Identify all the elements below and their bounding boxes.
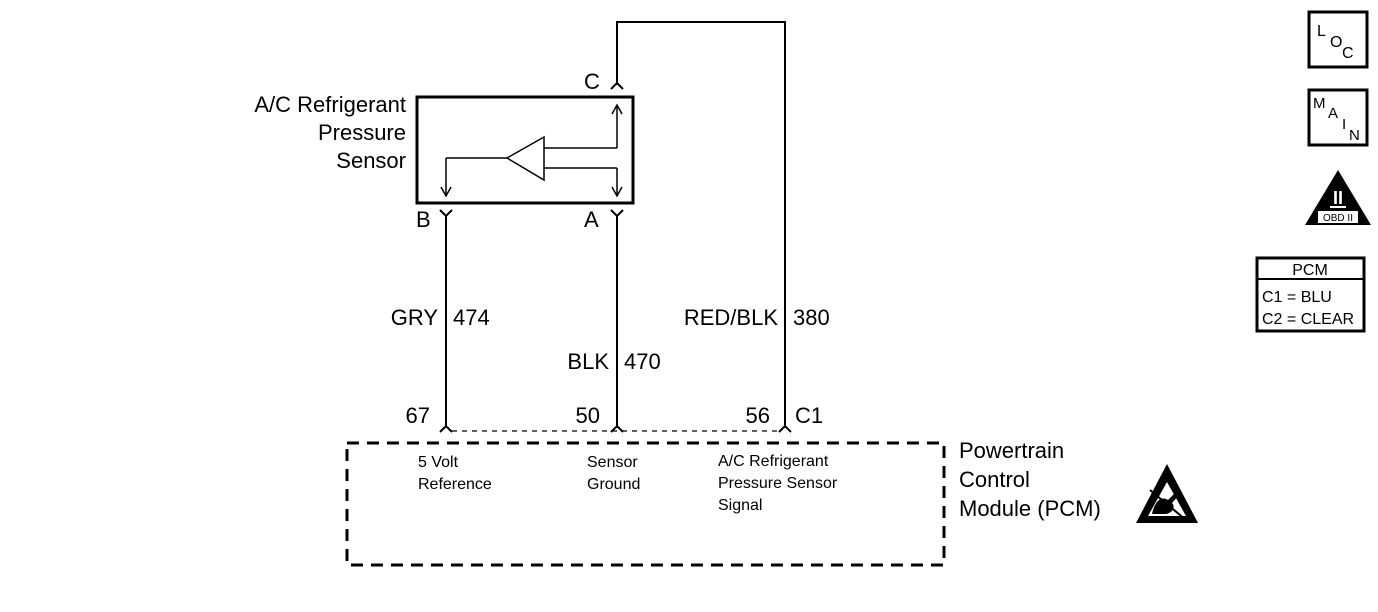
terminal-ground-line2: Ground	[587, 476, 640, 493]
wire-color-gry: GRY	[391, 305, 439, 330]
pin-56-symbol	[778, 424, 792, 433]
sensor-name-line1: A/C Refrigerant	[254, 92, 406, 117]
pin-50-symbol	[610, 424, 624, 433]
pcm-pin-67: 67	[406, 403, 430, 428]
pcm-legend-c2: C2 = CLEAR	[1262, 311, 1354, 328]
pcm-legend-title: PCM	[1292, 262, 1328, 279]
main-letter-n: N	[1349, 127, 1360, 144]
pcm-legend-c1: C1 = BLU	[1262, 289, 1332, 306]
pcm-name-line3: Module (PCM)	[959, 496, 1101, 521]
terminal-signal-line3: Signal	[718, 497, 762, 514]
wire-color-blk: BLK	[567, 349, 609, 374]
obd-numeral: II	[1333, 188, 1343, 208]
sensor-internal-symbol	[440, 103, 623, 198]
obd-ii-icon[interactable]: II OBD II	[1305, 170, 1371, 225]
pin-67-symbol	[439, 424, 453, 433]
pcm-connector-c1: C1	[795, 403, 823, 428]
pcm-pin-50: 50	[576, 403, 600, 428]
obd-label: OBD II	[1323, 213, 1353, 224]
main-letter-a: A	[1328, 105, 1338, 122]
terminal-ground-line1: Sensor	[587, 454, 638, 471]
sensor-pin-b: B	[416, 207, 431, 232]
main-letter-i: I	[1342, 116, 1346, 133]
main-letter-m: M	[1313, 95, 1326, 112]
pcm-connector-legend: PCM C1 = BLU C2 = CLEAR	[1255, 256, 1366, 333]
connector-c-symbol	[610, 81, 624, 90]
wire-color-red-blk: RED/BLK	[684, 305, 778, 330]
loc-icon[interactable]: L O C	[1307, 10, 1369, 69]
loc-letter-l: L	[1317, 23, 1326, 40]
wire-circuit-380: 380	[793, 305, 830, 330]
sensor-name-line2: Pressure	[318, 120, 406, 145]
terminal-5v-ref-line1: 5 Volt	[418, 454, 459, 471]
pcm-name-line2: Control	[959, 467, 1030, 492]
esd-sensitive-icon	[1136, 464, 1198, 523]
sensor-name-line3: Sensor	[336, 148, 406, 173]
terminal-signal-line2: Pressure Sensor	[718, 475, 838, 492]
loc-letter-c: C	[1342, 45, 1354, 62]
connector-b-symbol	[439, 209, 453, 218]
terminal-5v-ref-line2: Reference	[418, 476, 492, 493]
wire-circuit-470: 470	[624, 349, 661, 374]
sensor-pin-a: A	[584, 207, 599, 232]
sensor-pin-c: C	[584, 69, 600, 94]
pcm-pin-56: 56	[746, 403, 770, 428]
main-icon[interactable]: M A I N	[1307, 88, 1369, 147]
wire-circuit-474: 474	[453, 305, 490, 330]
loc-letter-o: O	[1330, 34, 1342, 51]
sensor-box	[415, 95, 635, 205]
connector-a-symbol	[610, 209, 624, 218]
pcm-name-line1: Powertrain	[959, 438, 1064, 463]
terminal-signal-line1: A/C Refrigerant	[718, 453, 829, 470]
wire-red-blk-380	[616, 21, 786, 428]
